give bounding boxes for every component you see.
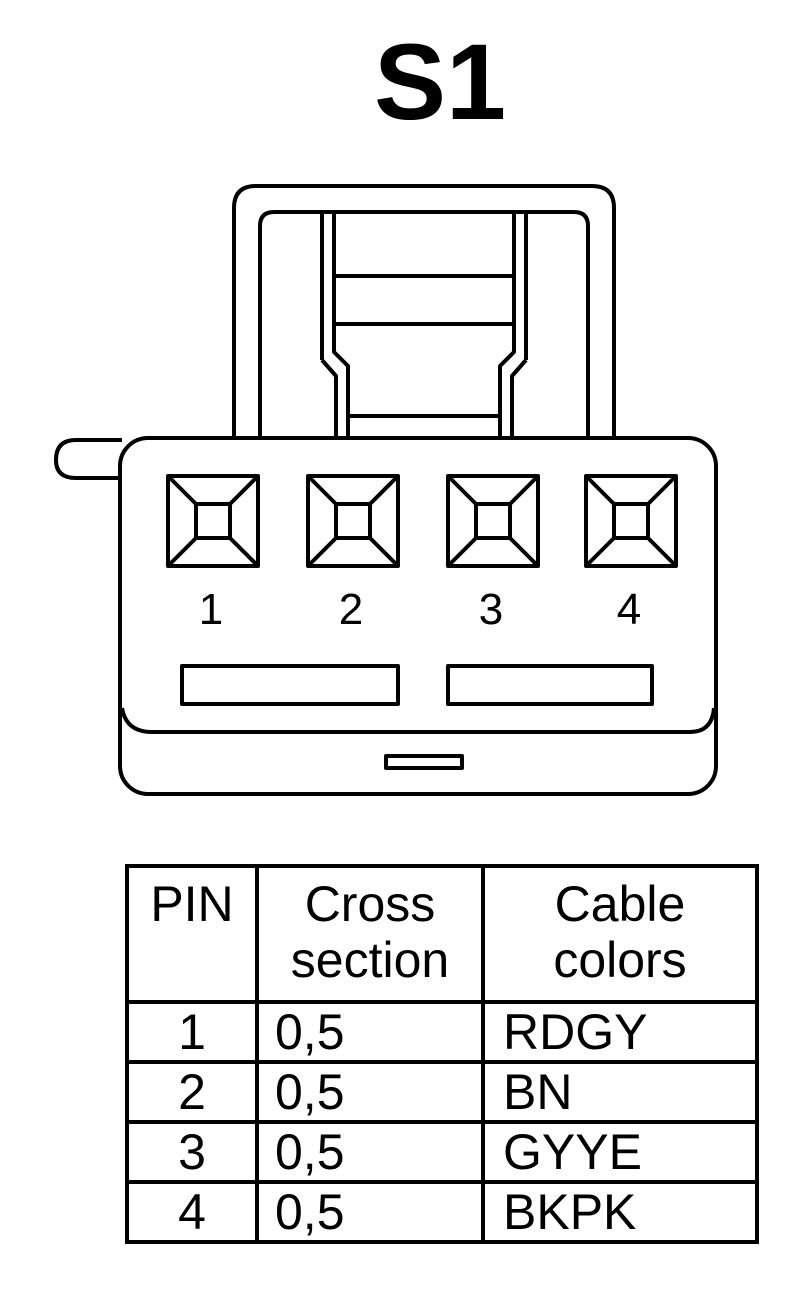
header-cable-colors: Cable colors bbox=[481, 864, 759, 1004]
pin-label-2: 2 bbox=[339, 585, 363, 634]
connector-drawing: 1 2 3 4 bbox=[54, 184, 718, 796]
pin-cavity-1 bbox=[166, 474, 260, 568]
cell-cable-colors: RDGY bbox=[481, 1000, 759, 1064]
cell-cable-colors: BN bbox=[481, 1060, 759, 1124]
table-row: 3 0,5 GYYE bbox=[125, 1120, 759, 1184]
cell-cross-section: 0,5 bbox=[255, 1180, 485, 1244]
pin-assignment-table: PIN Cross section Cable colors 1 0,5 RDG… bbox=[125, 864, 759, 1244]
cell-cross-section: 0,5 bbox=[255, 1060, 485, 1124]
diagram-title: S1 bbox=[373, 21, 507, 142]
cell-cross-section: 0,5 bbox=[255, 1120, 485, 1184]
connector-slot-left bbox=[180, 664, 400, 706]
pin-label-1: 1 bbox=[199, 585, 223, 634]
table-row: 4 0,5 BKPK bbox=[125, 1180, 759, 1244]
cell-pin: 4 bbox=[125, 1180, 259, 1244]
pin-cavity-3 bbox=[446, 474, 540, 568]
cell-pin: 3 bbox=[125, 1120, 259, 1184]
pin-label-4: 4 bbox=[617, 585, 641, 634]
pin-cavity-2 bbox=[306, 474, 400, 568]
header-pin: PIN bbox=[125, 864, 259, 1004]
connector-side-tab bbox=[54, 438, 122, 480]
cell-cable-colors: BKPK bbox=[481, 1180, 759, 1244]
header-cross-section: Cross section bbox=[255, 864, 485, 1004]
pin-label-3: 3 bbox=[479, 585, 503, 634]
cell-cross-section: 0,5 bbox=[255, 1000, 485, 1064]
connector-slot-right bbox=[446, 664, 654, 706]
connector-latch bbox=[232, 184, 616, 440]
table-row: 1 0,5 RDGY bbox=[125, 1000, 759, 1064]
table-header-row: PIN Cross section Cable colors bbox=[125, 864, 759, 1004]
pin-cavity-4 bbox=[584, 474, 678, 568]
table-row: 2 0,5 BN bbox=[125, 1060, 759, 1124]
connector-housing bbox=[118, 436, 718, 796]
cell-pin: 2 bbox=[125, 1060, 259, 1124]
cell-pin: 1 bbox=[125, 1000, 259, 1064]
cell-cable-colors: GYYE bbox=[481, 1120, 759, 1184]
connector-bottom-notch bbox=[384, 754, 464, 770]
